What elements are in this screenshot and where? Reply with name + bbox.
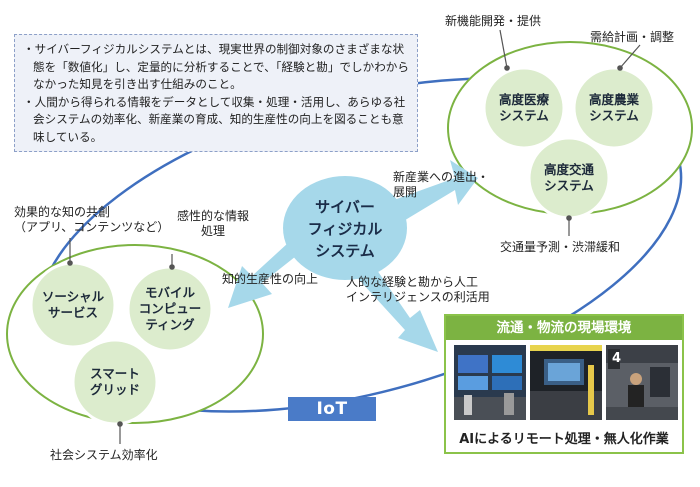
circle-label-smartgrid: スマート グリッド bbox=[89, 366, 140, 397]
left-circles bbox=[29, 261, 214, 426]
description-box: ・サイバーフィジカルシステムとは、現実世界の制御対象のさまざまな状態を「数値化」… bbox=[14, 34, 418, 152]
arrow-label-ai: 人的な経験と勘から人工 インテリジェンスの利活用 bbox=[346, 275, 490, 304]
arrow-label-productivity: 知的生産性の向上 bbox=[222, 272, 319, 286]
field-caption: AIによるリモート処理・無人化作業 bbox=[459, 432, 669, 447]
right-circles bbox=[482, 66, 656, 220]
core-arrows bbox=[228, 160, 478, 352]
annotation-new-function: 新機能開発・提供 bbox=[445, 14, 542, 28]
circle-label-agriculture: 高度農業 システム bbox=[588, 92, 639, 123]
annotation-knowledge: 効果的な知の共創 （アプリ、コンテンツなど） bbox=[14, 205, 170, 234]
circle-label-transport: 高度交通 システム bbox=[543, 162, 594, 193]
arrow-label-new-industry: 新産業への進出・ 展開 bbox=[393, 170, 490, 199]
photo-operator: 4 bbox=[606, 345, 678, 420]
circle-label-social: ソーシャル サービス bbox=[41, 289, 105, 320]
annotation-traffic: 交通量予測・渋滞緩和 bbox=[500, 240, 621, 254]
iot-label: IoT bbox=[288, 397, 376, 421]
leader-lines bbox=[67, 29, 641, 444]
annotation-sensory: 感性的な情報 処理 bbox=[177, 209, 250, 238]
core-label: サイバー フィジカル システム bbox=[307, 198, 383, 260]
photo-control-room bbox=[454, 345, 526, 420]
circle-label-mobile: モバイル コンピュー ティング bbox=[138, 285, 202, 332]
photo-exhibition bbox=[530, 345, 602, 420]
circle-label-medical: 高度医療 システム bbox=[498, 92, 549, 123]
annotation-social-efficiency: 社会システム効率化 bbox=[50, 448, 158, 462]
description-line-2: ・人間から得られる情報をデータとして収集・処理・活用し、あらゆる社会システムの効… bbox=[23, 94, 406, 144]
annotation-supply-planning: 需給計画・調整 bbox=[590, 30, 675, 44]
description-line-1: ・サイバーフィジカルシステムとは、現実世界の制御対象のさまざまな状態を「数値化」… bbox=[23, 42, 409, 91]
field-panel: 流通・物流の現場環境 bbox=[444, 314, 684, 454]
photo-number: 4 bbox=[612, 351, 622, 366]
field-title: 流通・物流の現場環境 bbox=[446, 316, 682, 340]
